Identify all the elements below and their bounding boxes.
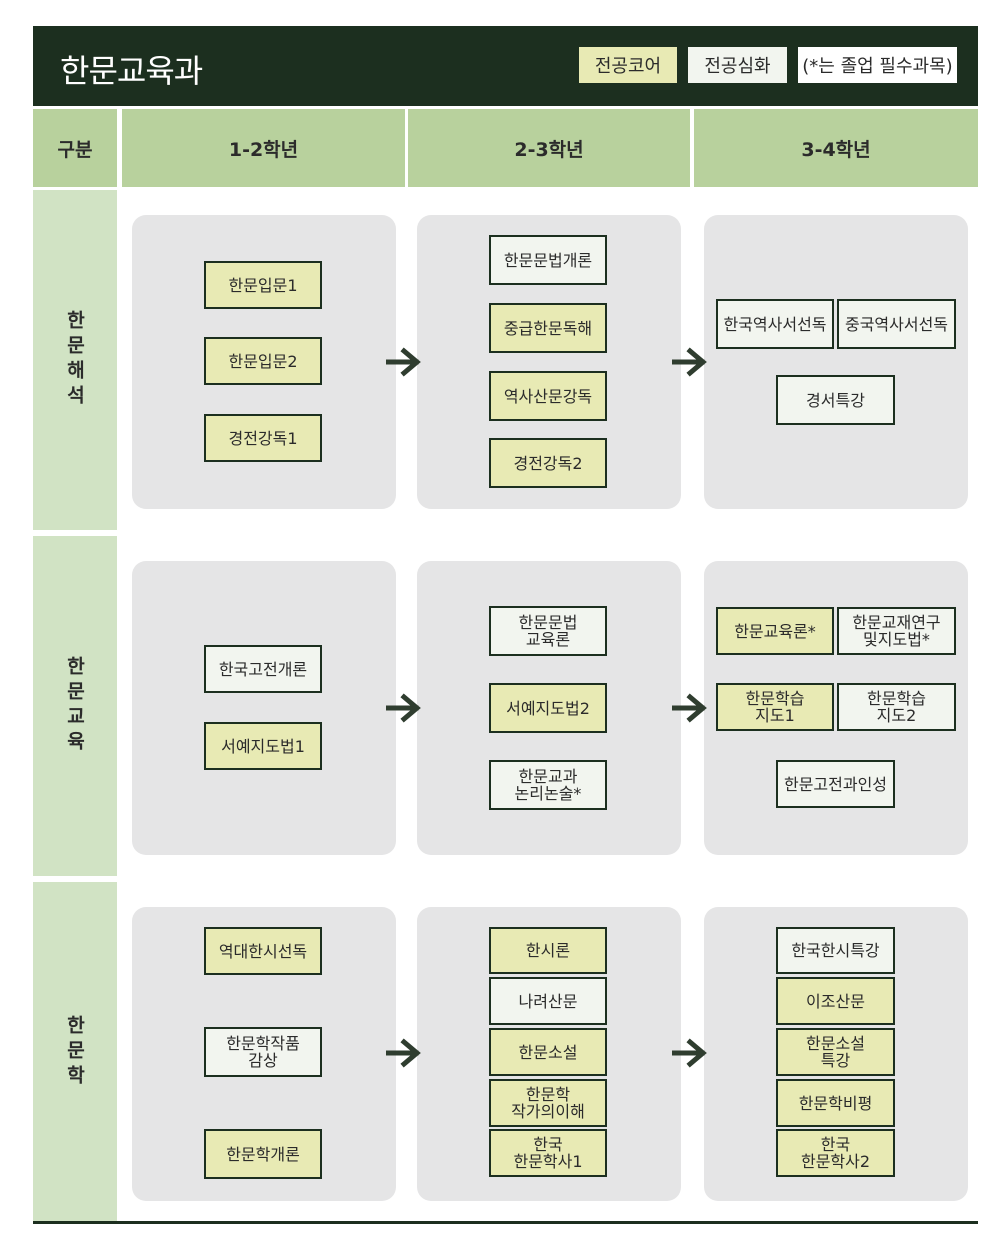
panel-education-year3: 한문교육론* 한문교재연구 및지도법* 한문학습 지도1 한문학습 지도2 한문… bbox=[704, 561, 968, 855]
course-box[interactable]: 이조산문 bbox=[776, 977, 895, 1025]
course-box[interactable]: 한국 한문학사2 bbox=[776, 1129, 895, 1177]
panel-literature-year1: 역대한시선독 한문학작품 감상 한문학개론 bbox=[132, 907, 396, 1201]
panel-education-year1: 한국고전개론 서예지도법1 bbox=[132, 561, 396, 855]
course-box[interactable]: 서예지도법1 bbox=[204, 722, 322, 770]
legend-note: (*는 졸업 필수과목) bbox=[796, 45, 959, 85]
row-label-education: 한문교육 bbox=[33, 536, 117, 876]
panel-interpretation-year2: 한문문법개론 중급한문독해 역사산문강독 경전강독2 bbox=[417, 215, 681, 509]
arrow-right-icon bbox=[386, 693, 421, 723]
course-box[interactable]: 한문학습 지도1 bbox=[716, 683, 834, 731]
arrow-right-icon bbox=[672, 1038, 707, 1068]
course-box[interactable]: 경전강독1 bbox=[204, 414, 322, 462]
course-box[interactable]: 경전강독2 bbox=[489, 438, 607, 488]
course-box[interactable]: 한국고전개론 bbox=[204, 645, 322, 693]
bottom-divider bbox=[33, 1221, 978, 1224]
course-box[interactable]: 한문학작품 감상 bbox=[204, 1027, 322, 1077]
course-box[interactable]: 중급한문독해 bbox=[489, 303, 607, 353]
row-label-literature: 한문학 bbox=[33, 882, 117, 1222]
arrow-right-icon bbox=[386, 1038, 421, 1068]
course-box[interactable]: 한문소설 특강 bbox=[776, 1028, 895, 1076]
course-box[interactable]: 한문교재연구 및지도법* bbox=[837, 607, 956, 655]
panel-interpretation-year3: 한국역사서선독 중국역사서선독 경서특강 bbox=[704, 215, 968, 509]
column-header-category: 구분 bbox=[33, 109, 117, 187]
course-box[interactable]: 한문고전과인성 bbox=[776, 760, 895, 808]
course-box[interactable]: 중국역사서선독 bbox=[837, 299, 956, 349]
legend-advanced: 전공심화 bbox=[686, 45, 789, 85]
course-box[interactable]: 역사산문강독 bbox=[489, 371, 607, 421]
column-header-year3: 3-4학년 bbox=[694, 109, 978, 187]
arrow-right-icon bbox=[672, 693, 707, 723]
course-box[interactable]: 한국한시특강 bbox=[776, 927, 895, 974]
arrow-right-icon bbox=[386, 347, 421, 377]
course-box[interactable]: 한문교과 논리논술* bbox=[489, 760, 607, 810]
course-box[interactable]: 서예지도법2 bbox=[489, 683, 607, 733]
panel-literature-year3: 한국한시특강 이조산문 한문소설 특강 한문학비평 한국 한문학사2 bbox=[704, 907, 968, 1201]
column-header-year1: 1-2학년 bbox=[122, 109, 405, 187]
course-box[interactable]: 경서특강 bbox=[776, 375, 895, 425]
row-label-interpretation: 한문해석 bbox=[33, 190, 117, 530]
panel-interpretation-year1: 한문입문1 한문입문2 경전강독1 bbox=[132, 215, 396, 509]
column-header-year2: 2-3학년 bbox=[408, 109, 690, 187]
course-box[interactable]: 한문학비평 bbox=[776, 1079, 895, 1127]
page-title: 한문교육과 bbox=[60, 52, 203, 90]
course-box[interactable]: 한문소설 bbox=[489, 1028, 607, 1076]
course-box[interactable]: 한문문법 교육론 bbox=[489, 606, 607, 656]
course-box[interactable]: 한국 한문학사1 bbox=[489, 1129, 607, 1177]
header-bar: 한문교육과 전공코어 전공심화 (*는 졸업 필수과목) bbox=[33, 26, 978, 106]
course-box[interactable]: 한국역사서선독 bbox=[716, 299, 834, 349]
panel-education-year2: 한문문법 교육론 서예지도법2 한문교과 논리논술* bbox=[417, 561, 681, 855]
course-box[interactable]: 한문입문1 bbox=[204, 261, 322, 309]
course-box[interactable]: 한문학개론 bbox=[204, 1129, 322, 1179]
course-box[interactable]: 한시론 bbox=[489, 927, 607, 974]
course-box[interactable]: 한문학습 지도2 bbox=[837, 683, 956, 731]
panel-literature-year2: 한시론 나려산문 한문소설 한문학 작가의이해 한국 한문학사1 bbox=[417, 907, 681, 1201]
course-box[interactable]: 한문교육론* bbox=[716, 607, 834, 655]
legend-core: 전공코어 bbox=[577, 45, 679, 85]
course-box[interactable]: 한문문법개론 bbox=[489, 235, 607, 285]
arrow-right-icon bbox=[672, 347, 707, 377]
course-box[interactable]: 한문입문2 bbox=[204, 337, 322, 385]
course-box[interactable]: 역대한시선독 bbox=[204, 927, 322, 975]
course-box[interactable]: 나려산문 bbox=[489, 977, 607, 1025]
course-box[interactable]: 한문학 작가의이해 bbox=[489, 1079, 607, 1127]
